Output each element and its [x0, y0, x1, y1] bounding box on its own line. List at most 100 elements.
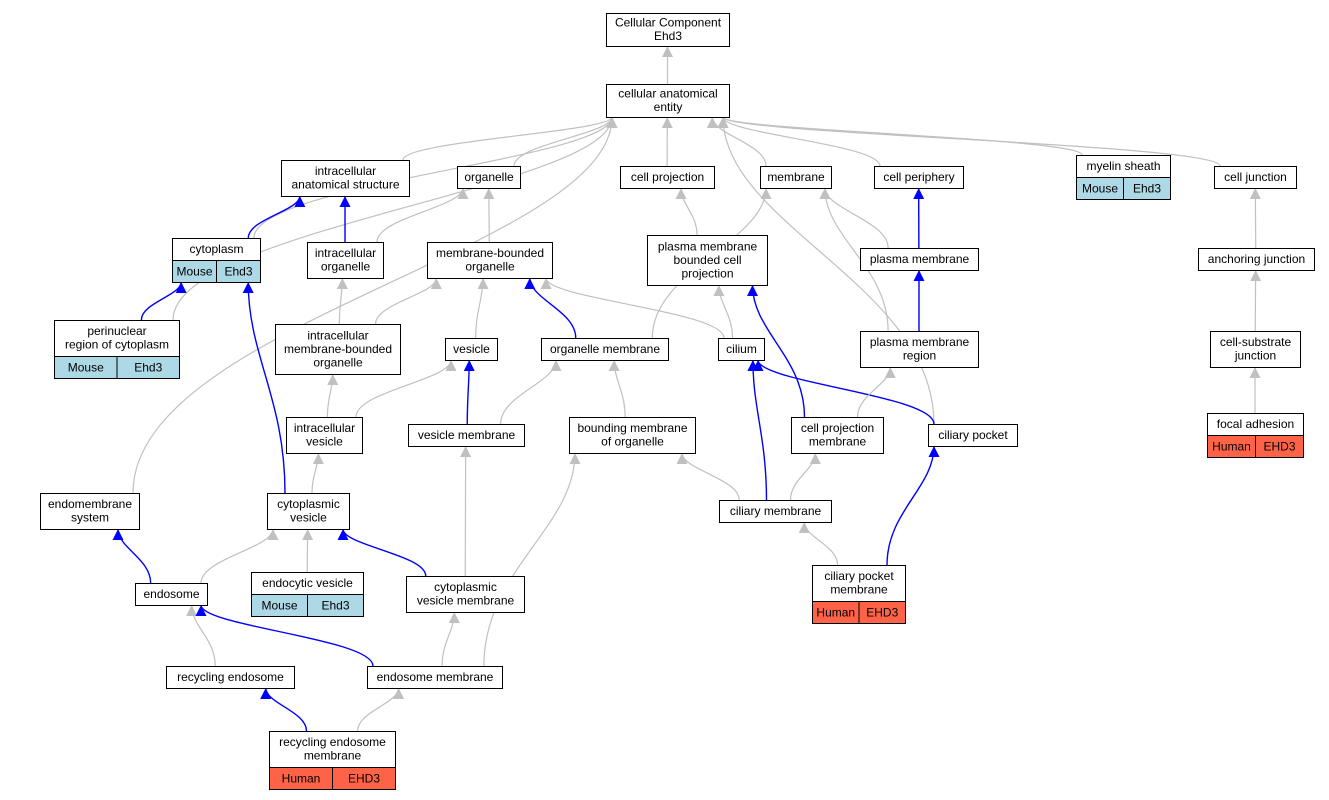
node-label-line: anatomical structure — [291, 178, 399, 192]
node-label-line: cell-substrate — [1220, 335, 1292, 349]
node-label-line: ciliary membrane — [730, 504, 822, 518]
edge-bmo-to-orgmem — [608, 359, 626, 418]
node-box — [860, 331, 979, 368]
node-cilpocket[interactable]: ciliary pocket — [928, 424, 1018, 447]
node-label-line: plasma membrane — [658, 239, 758, 253]
edge-cpmem-to-cilpocket — [886, 445, 940, 566]
node-label-line: anchoring junction — [1208, 252, 1305, 266]
edge-pm-to-membrane — [819, 187, 889, 249]
edge-imbo-to-mbo — [374, 277, 442, 325]
node-vesmem[interactable]: vesicle membrane — [408, 424, 525, 447]
node-pm[interactable]: plasma membrane — [860, 248, 979, 271]
node-label-line: projection — [681, 266, 733, 280]
edge-cytves-to-cytoplasm — [242, 281, 286, 494]
node-label-line: cellular anatomical — [618, 87, 717, 101]
node-label-line: membrane — [767, 170, 825, 184]
node-label-line: recycling endosome — [279, 735, 386, 749]
node-box — [1214, 166, 1297, 189]
gene-cell — [307, 594, 364, 617]
edge-cilpocket-to-cae — [717, 116, 935, 425]
edge-endosys-to-cae — [132, 116, 618, 494]
node-box — [408, 424, 525, 447]
gene-cell — [116, 356, 180, 379]
node-membrane[interactable]: membrane — [760, 166, 832, 189]
edge-myelin-to-cae — [717, 116, 1083, 156]
edge-perinuc-to-cytoplasm — [140, 281, 187, 321]
node-label-line: intracellular — [315, 164, 376, 178]
node-orgmem[interactable]: organelle membrane — [541, 338, 669, 361]
edge-endosome-to-cytves — [200, 528, 279, 584]
gene-cell — [216, 260, 261, 283]
gene-cell-label: Ehd3 — [224, 265, 252, 279]
edge-cilium-to-mbo — [540, 277, 725, 339]
node-vesicle[interactable]: vesicle — [445, 338, 498, 361]
node-box — [1198, 248, 1315, 271]
edge-perinuc-to-cae — [172, 116, 618, 321]
node-box — [307, 242, 384, 279]
node-box — [367, 666, 503, 689]
node-label-line: Cellular Component — [615, 16, 722, 30]
node-anchjunc[interactable]: anchoring junction — [1198, 248, 1315, 271]
node-cellproj[interactable]: cell projection — [620, 166, 715, 189]
node-label-line: cytoplasmic — [277, 497, 340, 511]
edge-pmr-to-membrane — [819, 187, 889, 332]
node-label-line: organelle — [321, 260, 371, 274]
node-box — [860, 248, 979, 271]
node-box — [427, 242, 553, 279]
node-box — [1210, 331, 1301, 368]
node-label-line: junction — [1234, 349, 1276, 363]
gene-cell-label: EHD3 — [348, 772, 380, 786]
node-label-line: recycling endosome — [177, 670, 284, 684]
gene-cell-label: Ehd3 — [321, 599, 349, 613]
node-label-line: endosome — [143, 587, 199, 601]
edge-cpmem-to-cilmem — [798, 521, 839, 566]
edge-intves-to-imbo — [326, 373, 339, 418]
edge-orgmem-to-mbo — [524, 277, 577, 339]
node-recend[interactable]: recycling endosome — [166, 666, 295, 689]
node-cilmem[interactable]: ciliary membrane — [719, 500, 832, 523]
node-label-line: intracellular — [294, 421, 355, 435]
node-cilium[interactable]: cilium — [718, 338, 765, 361]
node-organelle[interactable]: organelle — [457, 166, 521, 189]
node-label-line: perinuclear — [87, 324, 146, 338]
node-label-line: myelin sheath — [1086, 159, 1160, 173]
node-box — [267, 493, 350, 530]
node-label-line: focal adhesion — [1217, 417, 1294, 431]
node-box — [606, 13, 730, 47]
node-cellper[interactable]: cell periphery — [874, 166, 964, 189]
node-endomem[interactable]: endosome membrane — [367, 666, 503, 689]
edge-celljunc-to-cae — [717, 116, 1221, 167]
node-label-line: vesicle membrane — [417, 594, 515, 608]
node-box — [406, 576, 525, 613]
node-box — [275, 324, 401, 375]
node-label-line: plasma membrane — [870, 335, 970, 349]
edge-rem-to-recend — [260, 687, 308, 732]
node-label-line: endocytic vesicle — [262, 576, 353, 590]
node-endosome[interactable]: endosome — [135, 583, 208, 606]
node-celljunc[interactable]: cell junction — [1214, 166, 1297, 189]
edge-cilmem-to-cilium — [747, 359, 768, 501]
edge-recend-to-endosome — [186, 604, 216, 667]
